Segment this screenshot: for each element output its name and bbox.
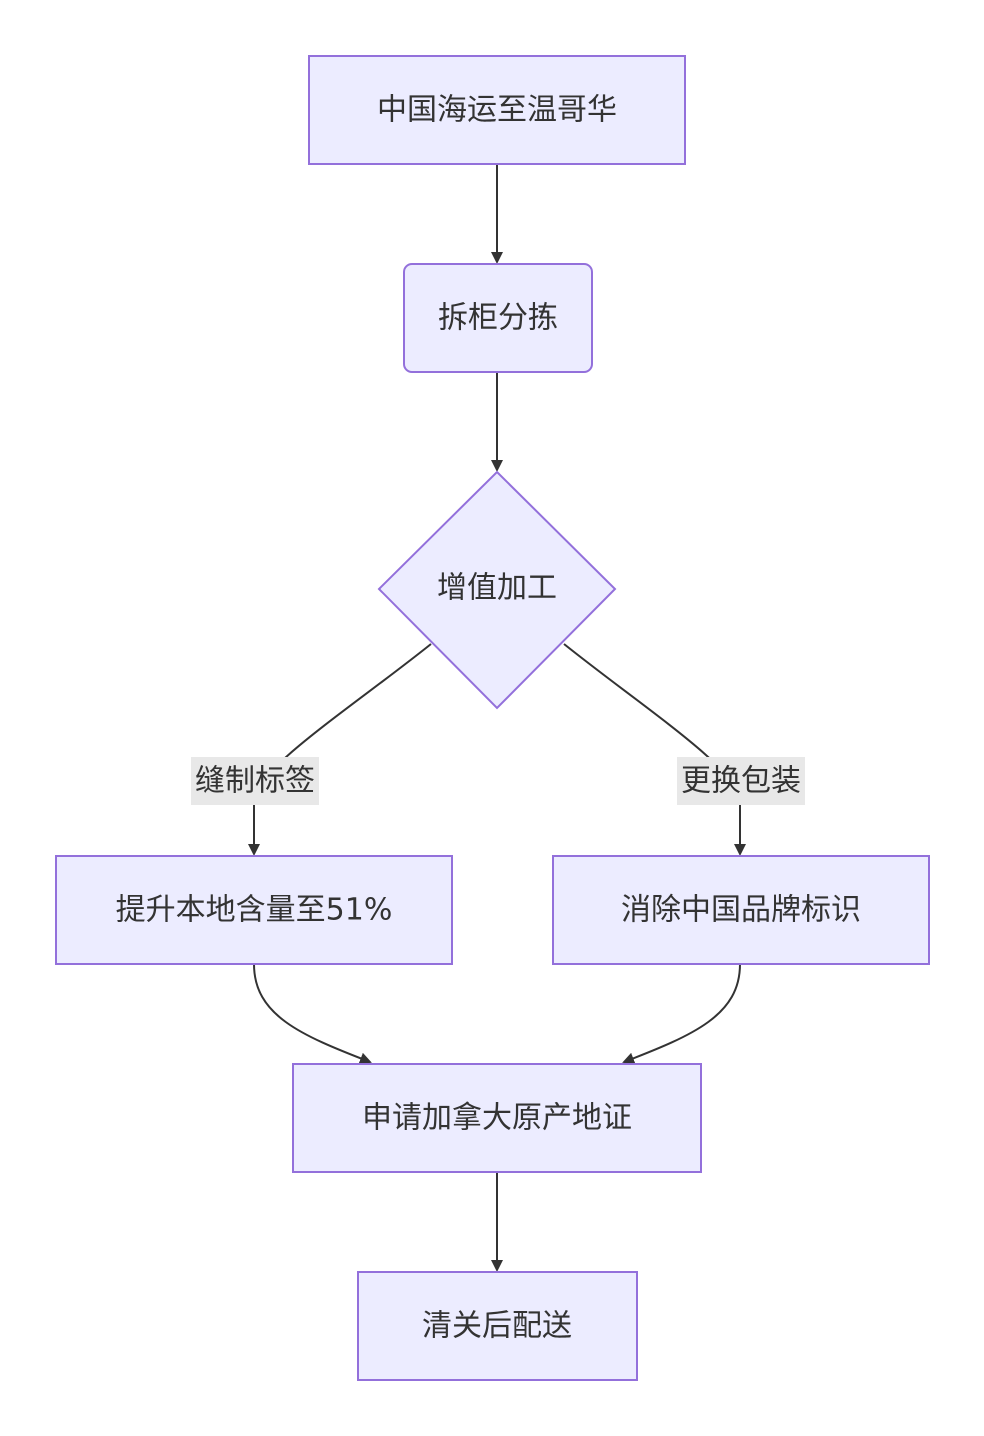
node-unpack[interactable]: 拆柜分拣: [403, 263, 593, 373]
node-clearance[interactable]: 清关后配送: [357, 1271, 638, 1381]
node-unpack-box: [403, 263, 593, 373]
node-remove-brand[interactable]: 消除中国品牌标识: [552, 855, 930, 965]
node-certificate-box: [292, 1063, 702, 1173]
node-remove-brand-label: 消除中国品牌标识: [621, 893, 861, 928]
node-ship-box: [308, 55, 686, 165]
node-ship-label: 中国海运至温哥华: [377, 93, 617, 128]
node-local-content-label: 提升本地含量至51%: [116, 893, 393, 928]
node-clearance-label: 清关后配送: [422, 1309, 572, 1344]
node-local-content[interactable]: 提升本地含量至51%: [55, 855, 453, 965]
node-certificate[interactable]: 申请加拿大原产地证: [292, 1063, 702, 1173]
node-remove-brand-box: [552, 855, 930, 965]
edge-local-content-to-certificate: [253, 963, 372, 1064]
node-process[interactable]: 增值加工: [377, 470, 617, 710]
node-ship[interactable]: 中国海运至温哥华: [308, 55, 686, 165]
edge-label-sew: 缝制标签: [191, 757, 319, 805]
edge-label-repackage-bg: [677, 757, 805, 805]
edge-label-sew-text: 缝制标签: [195, 764, 315, 799]
node-process-label: 增值加工: [437, 571, 557, 606]
node-unpack-label: 拆柜分拣: [438, 301, 558, 336]
edge-process-to-local-content: [248, 643, 432, 856]
edge-label-repackage-text: 更换包装: [681, 764, 801, 799]
node-local-content-box: [55, 855, 453, 965]
edge-process-to-remove-brand: [563, 643, 746, 856]
node-clearance-box: [357, 1271, 638, 1381]
node-process-diamond: [377, 470, 617, 710]
edge-label-sew-bg: [191, 757, 319, 805]
edge-remove-brand-to-certificate: [622, 963, 741, 1064]
node-certificate-label: 申请加拿大原产地证: [362, 1101, 632, 1136]
edge-label-repackage: 更换包装: [677, 757, 805, 805]
